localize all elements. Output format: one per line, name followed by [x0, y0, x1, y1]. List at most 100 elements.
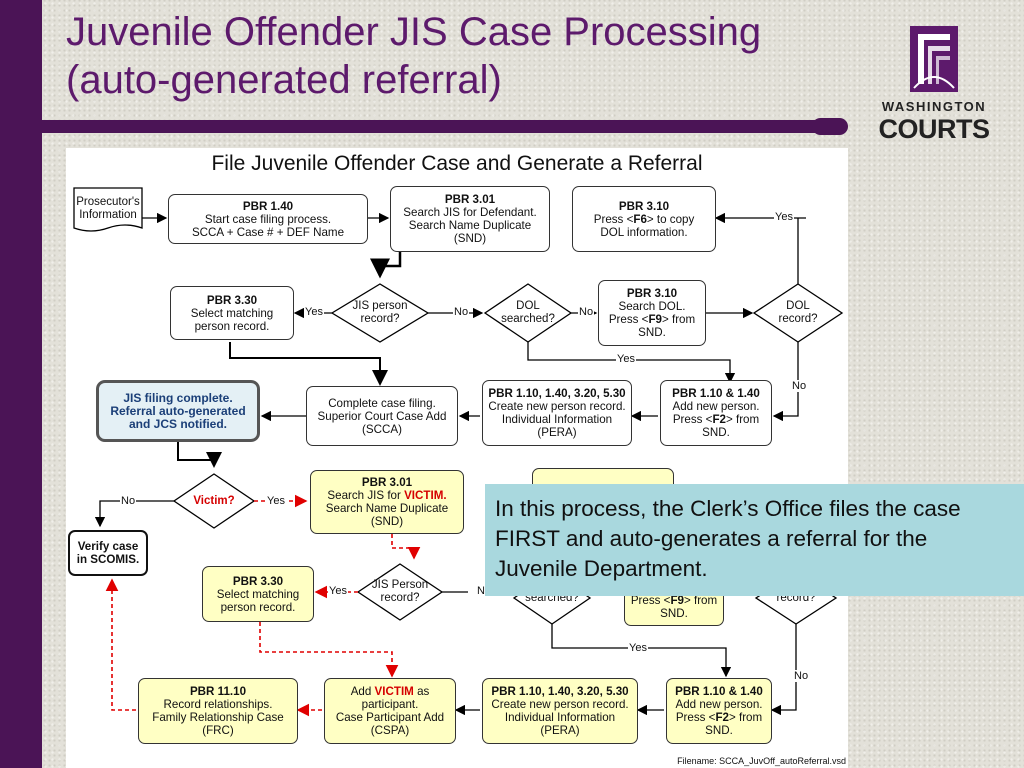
text-part: record?: [360, 313, 400, 325]
box-pbr-3-30: PBR 3.30 Select matching person record.: [170, 286, 294, 340]
victim-highlight: VICTIM.: [404, 489, 447, 502]
key-label: F6: [633, 212, 647, 226]
title-line-1: Juvenile Offender JIS Case Processing: [66, 10, 762, 54]
box-pera-victim: PBR 1.10, 1.40, 3.20, 5.30 Create new pe…: [482, 678, 638, 744]
box-line: (CSPA): [370, 724, 410, 737]
box-pbr-3-10-copy: PBR 3.10 Press <F6> to copy DOL informat…: [572, 186, 716, 252]
box-heading: PBR 1.40: [242, 199, 294, 213]
box-line: Press <F6> to copy: [576, 213, 712, 226]
title-underline: [42, 120, 842, 133]
box-pbr-1-10-victim: PBR 1.10 & 1.40 Add new person. Press <F…: [666, 678, 772, 744]
box-line: Individual Information: [501, 413, 613, 426]
box-line: SND.: [638, 326, 666, 339]
box-heading: JIS filing complete.: [123, 390, 233, 405]
text-part: searched?: [501, 313, 555, 325]
diagram-filename: Filename: SCCA_JuvOff_autoReferral.vsd: [677, 756, 846, 766]
label-yes: Yes: [304, 306, 324, 318]
box-line: person record.: [194, 319, 270, 333]
box-pbr-11-10-frc: PBR 11.10 Record relationships. Family R…: [138, 678, 298, 744]
box-pbr-3-10-search-dol: PBR 3.10 Search DOL. Press <F9> from SND…: [598, 280, 706, 346]
box-scca: Complete case filing. Superior Court Cas…: [306, 386, 458, 446]
box-pbr-3-01: PBR 3.01 Search JIS for Defendant. Searc…: [390, 186, 550, 252]
text-part: Press <: [675, 711, 716, 724]
key-label: F9: [670, 594, 684, 607]
box-line: Create new person record.: [488, 400, 626, 413]
text-part: JIS Person: [371, 579, 429, 591]
victim-highlight: VICTIM: [374, 685, 414, 698]
title-line-2: (auto-generated referral): [66, 58, 502, 102]
courts-building-icon: [910, 26, 958, 92]
label-yes: Yes: [628, 642, 648, 654]
text-part: > to copy: [646, 212, 695, 226]
box-line: Complete case filing.: [328, 396, 436, 410]
text-part: > from: [728, 711, 763, 724]
box-line: person record.: [220, 600, 296, 614]
text-part: Press <: [630, 594, 671, 607]
box-line: and JCS notified.: [128, 416, 227, 431]
box-line: Family Relationship Case: [152, 711, 284, 724]
text-part: Add: [350, 685, 375, 698]
box-line: SCCA + Case # + DEF Name: [191, 225, 345, 239]
label-no: No: [578, 306, 595, 318]
label-yes: Yes: [328, 585, 348, 597]
label-no: No: [793, 670, 810, 682]
box-line: Record relationships.: [163, 698, 273, 711]
box-line: SND.: [702, 426, 730, 439]
washington-courts-logo: WASHINGTON COURTS: [870, 26, 1000, 146]
text-part: Press <: [593, 212, 634, 226]
box-pbr-3-30-victim: PBR 3.30 Select matching person record.: [202, 566, 314, 622]
text-part: record?: [380, 592, 420, 604]
prosecutor-document-shape: [73, 187, 143, 232]
box-line: Verify case: [77, 540, 139, 553]
text-part: > from: [725, 413, 760, 426]
box-line: Add new person.: [672, 400, 760, 413]
box-line: Create new person record.: [491, 698, 629, 711]
box-heading: PBR 3.30: [232, 574, 284, 588]
text-part: as: [413, 685, 430, 698]
box-line: SND.: [660, 607, 688, 620]
box-line: DOL information.: [600, 225, 688, 239]
box-heading: PBR 3.30: [206, 293, 258, 307]
box-heading: PBR 1.10 & 1.40: [675, 685, 763, 698]
box-line: (SND): [370, 515, 404, 528]
box-line: Press <F9> from: [628, 594, 720, 607]
text-part: DOL: [516, 300, 540, 312]
key-label: F2: [712, 413, 726, 426]
label-yes: Yes: [616, 353, 636, 365]
box-line: Search JIS for Defendant.: [403, 206, 537, 219]
box-line: in SCOMIS.: [76, 553, 140, 566]
logo-text-washington: WASHINGTON: [881, 99, 987, 114]
box-jis-filing-complete: JIS filing complete. Referral auto-gener…: [96, 380, 260, 442]
box-line: Select matching: [216, 587, 300, 601]
box-heading: PBR 3.10: [618, 199, 670, 213]
box-line: Select matching: [190, 306, 274, 320]
text-part: Search JIS for: [327, 489, 405, 502]
box-line: Press <F2> from: [664, 413, 768, 426]
box-line: Superior Court Case Add: [317, 409, 447, 423]
box-line: participant.: [361, 698, 419, 711]
box-line: Individual Information: [504, 711, 616, 724]
box-heading: PBR 1.10, 1.40, 3.20, 5.30: [491, 685, 629, 698]
box-line: (SCCA): [362, 422, 402, 436]
box-verify-scomis: Verify case in SCOMIS.: [68, 530, 148, 576]
box-line: SND.: [705, 724, 733, 737]
box-pbr-3-01-victim: PBR 3.01 Search JIS for VICTIM. Search N…: [310, 470, 464, 534]
box-heading: PBR 3.01: [444, 193, 496, 206]
diagram-title: File Juvenile Offender Case and Generate…: [211, 152, 703, 175]
box-line: Add VICTIM as: [328, 685, 452, 698]
diamond-victim: Victim?: [193, 495, 235, 507]
box-heading: PBR 11.10: [189, 685, 247, 698]
box-line: Press <F9> from: [602, 313, 702, 326]
box-heading: PBR 3.10: [626, 287, 678, 300]
logo-text-courts: COURTS: [878, 114, 991, 144]
prosecutor-information: Prosecutor's Information: [76, 196, 140, 221]
label-no: No: [453, 306, 470, 318]
box-line: Referral auto-generated: [110, 403, 246, 418]
slide-title: Juvenile Offender JIS Case Processing (a…: [66, 8, 886, 104]
box-line: Press <F2> from: [670, 711, 768, 724]
box-line: (SND): [453, 232, 487, 245]
text-part: > from: [683, 594, 718, 607]
box-pbr-1-10: PBR 1.10 & 1.40 Add new person. Press <F…: [660, 380, 772, 446]
